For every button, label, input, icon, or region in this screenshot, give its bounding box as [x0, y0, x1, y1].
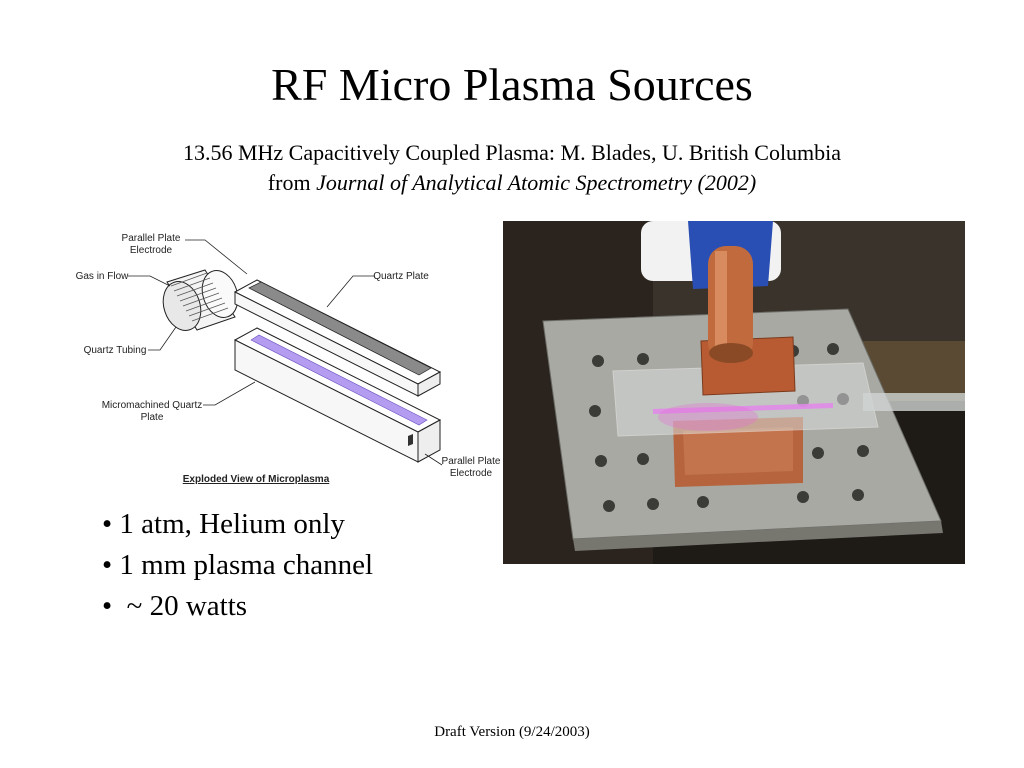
slide-subtitle: 13.56 MHz Capacitively Coupled Plasma: M…	[0, 138, 1024, 198]
subtitle-journal: Journal of Analytical Atomic Spectrometr…	[316, 170, 757, 195]
label-quartz-tubing: Quartz Tubing	[84, 345, 147, 356]
subtitle-line-1: 13.56 MHz Capacitively Coupled Plasma: M…	[182, 140, 842, 165]
exploded-view-diagram: Parallel Plate Electrode Gas in Flow Qua…	[76, 233, 501, 485]
label-gas-in-flow: Gas in Flow	[76, 271, 130, 282]
quartz-plate-shape	[233, 279, 442, 397]
diagram-caption: Exploded View of Microplasma	[183, 474, 330, 485]
label-micromachined-1: Micromachined Quartz	[102, 400, 203, 411]
footer-draft-version: Draft Version (9/24/2003)	[434, 724, 590, 740]
plasma-device-photo	[503, 221, 965, 564]
label-quartz-plate: Quartz Plate	[373, 271, 429, 282]
subtitle-line-2: from Journal of Analytical Atomic Spectr…	[0, 168, 1024, 198]
bullet-item: • ~ 20 watts	[102, 590, 248, 622]
bullet-item: • 1 atm, Helium only	[102, 508, 345, 540]
bullet-list: • 1 atm, Helium only • 1 mm plasma chann…	[102, 504, 373, 627]
label-parallel-plate-top-1: Parallel Plate	[122, 233, 181, 244]
quartz-tubing-shape	[162, 269, 239, 331]
label-parallel-plate-bottom-2: Electrode	[450, 468, 493, 479]
label-micromachined-2: Plate	[141, 412, 164, 423]
bullet-item: • 1 mm plasma channel	[102, 549, 374, 581]
slide-title: RF Micro Plasma Sources	[271, 59, 753, 110]
label-parallel-plate-top-2: Electrode	[130, 245, 173, 256]
subtitle-from: from	[267, 170, 317, 195]
label-parallel-plate-bottom-1: Parallel Plate	[442, 456, 501, 467]
micromachined-plate-shape	[233, 327, 442, 463]
